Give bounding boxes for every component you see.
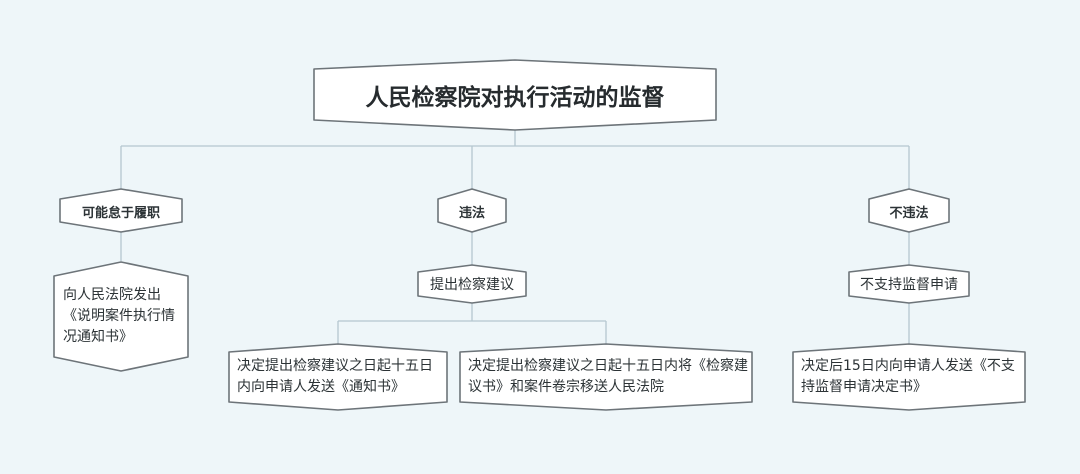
leaf-node-shape-2a xyxy=(228,343,448,411)
branch-node-shape-1 xyxy=(59,188,183,233)
action-node-shape-3 xyxy=(848,264,970,304)
branch-label-not-illegal: 不违法 xyxy=(889,205,929,221)
branch-label-illegal: 违法 xyxy=(458,205,485,221)
leaf-reject-decision: 决定后15日内向申请人发送《不支持监督申请决定书》 xyxy=(801,358,1015,395)
branch-node-shape-2 xyxy=(437,188,507,233)
leaf-transfer-to-court: 决定提出检察建议之日起十五日内将《检察建议书》和案件卷宗移送人民法院 xyxy=(468,358,748,395)
leaf-node-shape-1 xyxy=(53,261,189,372)
connectors xyxy=(120,130,910,345)
branch-label-possible-neglect: 可能怠于履职 xyxy=(81,205,160,221)
root-node-shape xyxy=(313,59,717,131)
leaf-notify-applicant: 决定提出检察建议之日起十五日内向申请人发送《通知书》 xyxy=(237,358,433,395)
action-node-shape-2 xyxy=(417,264,527,304)
leaf-node-shape-2b xyxy=(459,343,753,411)
leaf-node-shape-3 xyxy=(792,343,1026,411)
action-procuratorial-suggestion: 提出检察建议 xyxy=(430,277,514,293)
root-node-title: 人民检察院对执行活动的监督 xyxy=(365,85,665,111)
branch-node-shape-3 xyxy=(868,188,950,233)
leaf-notice-to-court: 向人民法院发出《说明案件执行情况通知书》 xyxy=(63,286,175,345)
action-reject-supervision: 不支持监督申请 xyxy=(860,277,958,293)
